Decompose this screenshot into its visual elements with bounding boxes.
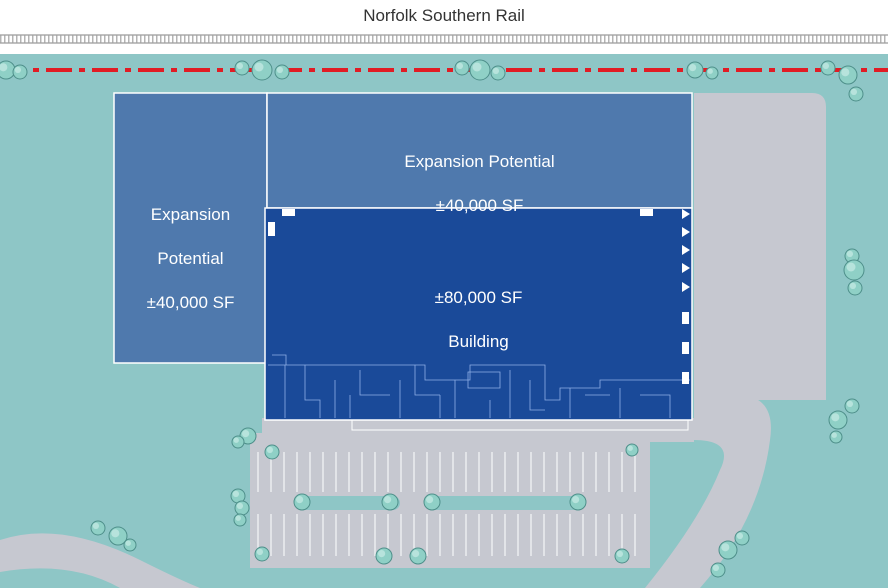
tree-highlight — [412, 550, 420, 558]
dock-door-marker — [682, 342, 689, 354]
tree-highlight — [232, 490, 240, 498]
tree-highlight — [846, 262, 856, 272]
tree-highlight — [627, 445, 633, 451]
expansion-area-north — [266, 92, 693, 209]
expansion-west-line1: Expansion — [150, 205, 231, 224]
tree-highlight — [456, 62, 464, 70]
dock-door-marker — [682, 263, 690, 273]
building-label: ±80,000 SF Building — [265, 265, 692, 375]
dock-door-marker — [682, 245, 690, 255]
expansion-west-line2: Potential — [157, 249, 224, 268]
tree-highlight — [736, 532, 744, 540]
dock-door-marker — [640, 209, 653, 216]
southwest-road — [0, 533, 200, 588]
dock-door-marker — [282, 209, 295, 216]
building-footprint — [264, 207, 693, 421]
tree-highlight — [721, 543, 730, 552]
tree-highlight — [712, 564, 720, 572]
expansion-north-line1: Expansion Potential — [404, 152, 555, 171]
railroad-track — [0, 34, 888, 44]
tree-highlight — [616, 550, 624, 558]
dock-door-marker — [268, 222, 275, 236]
tree-highlight — [266, 446, 274, 454]
expansion-west-label: Expansion Potential ±40,000 SF — [114, 182, 267, 336]
tree-highlight — [254, 62, 264, 72]
parking-island-west — [298, 496, 400, 510]
tree-highlight — [846, 400, 854, 408]
building-line2: Building — [448, 332, 509, 351]
trees — [0, 59, 865, 578]
tree-highlight — [111, 529, 120, 538]
tree-highlight — [233, 437, 239, 443]
expansion-north-line2: ±40,000 SF — [435, 196, 524, 215]
expansion-area-west — [113, 92, 268, 364]
expansion-north-label: Expansion Potential ±40,000 SF — [267, 129, 692, 239]
rail-label: Norfolk Southern Rail — [363, 6, 525, 25]
dock-door-marker — [682, 209, 690, 219]
tree-highlight — [378, 550, 386, 558]
office-layout — [268, 354, 690, 418]
building-line1: ±80,000 SF — [434, 288, 523, 307]
tree-highlight — [92, 522, 100, 530]
dock-door-marker — [682, 227, 690, 237]
tree-highlight — [846, 250, 854, 258]
tree-highlight — [276, 66, 284, 74]
east-driveway — [694, 93, 826, 400]
tree-highlight — [472, 62, 482, 72]
tree-highlight — [492, 67, 500, 75]
tree-highlight — [14, 66, 22, 74]
tree-highlight — [831, 432, 837, 438]
tree-highlight — [0, 63, 8, 72]
tree-highlight — [831, 413, 840, 422]
parking-island-east — [428, 496, 580, 510]
tree-highlight — [841, 68, 850, 77]
dock-door-marker — [682, 312, 689, 324]
tree-highlight — [426, 496, 434, 504]
dock-door-marker — [682, 372, 689, 384]
tree-highlight — [707, 68, 713, 74]
tree-highlight — [125, 540, 131, 546]
tree-highlight — [236, 502, 244, 510]
parking-stripes — [257, 452, 636, 556]
tree-highlight — [572, 496, 580, 504]
top-strip — [0, 0, 888, 54]
tree-highlight — [242, 430, 250, 438]
dock-door-marker — [682, 282, 690, 292]
south-driveway — [645, 395, 771, 588]
tree-highlight — [689, 64, 697, 72]
tree-highlight — [850, 88, 858, 96]
tree-highlight — [236, 62, 244, 70]
tree-highlight — [822, 62, 830, 70]
dock-doors — [268, 209, 690, 384]
expansion-west-line3: ±40,000 SF — [146, 293, 235, 312]
tree-highlight — [235, 515, 241, 521]
tree-highlight — [384, 496, 392, 504]
tree-highlight — [256, 548, 264, 556]
tree-highlight — [849, 282, 857, 290]
tree-highlight — [296, 496, 304, 504]
